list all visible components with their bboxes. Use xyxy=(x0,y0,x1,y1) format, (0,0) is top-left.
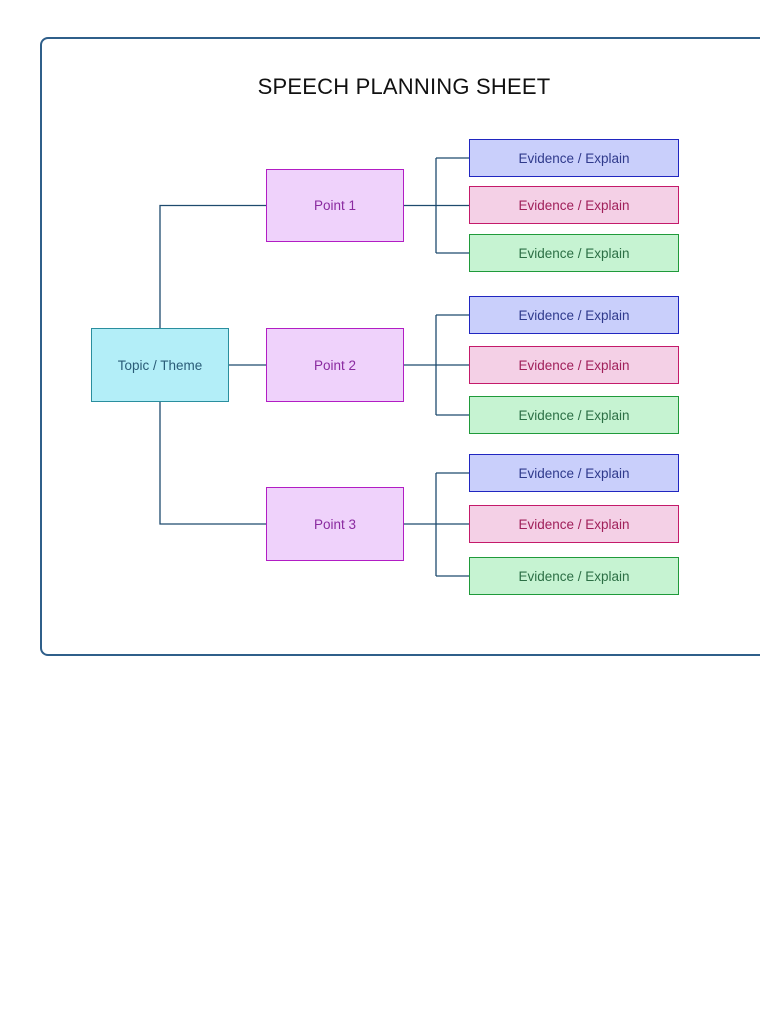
point-1-evidence-2[interactable]: Evidence / Explain xyxy=(469,186,679,224)
evidence-label: Evidence / Explain xyxy=(518,307,630,323)
page-title: SPEECH PLANNING SHEET xyxy=(257,74,551,99)
point-1-evidence-3[interactable]: Evidence / Explain xyxy=(469,234,679,272)
point-3-box[interactable]: Point 3 xyxy=(266,487,404,561)
point-1-label: Point 1 xyxy=(313,198,357,213)
point-2-label: Point 2 xyxy=(313,357,357,373)
evidence-label: Evidence / Explain xyxy=(518,245,630,261)
evidence-label: Evidence / Explain xyxy=(518,407,630,423)
point-3-label: Point 3 xyxy=(313,516,357,532)
point-1-evidence-1[interactable]: Evidence / Explain xyxy=(469,139,679,177)
point-2-evidence-3[interactable]: Evidence / Explain xyxy=(469,396,679,434)
evidence-label: Evidence / Explain xyxy=(518,465,630,481)
topic-theme-box[interactable]: Topic / Theme xyxy=(91,328,229,402)
planning-sheet-frame xyxy=(40,37,760,656)
evidence-label: Evidence / Explain xyxy=(518,516,630,532)
point-1-box[interactable]: Point 1 xyxy=(266,169,404,242)
topic-label: Topic / Theme xyxy=(117,357,203,373)
point-3-evidence-1[interactable]: Evidence / Explain xyxy=(469,454,679,492)
evidence-label: Evidence / Explain xyxy=(518,150,630,166)
point-2-evidence-2[interactable]: Evidence / Explain xyxy=(469,346,679,384)
evidence-label: Evidence / Explain xyxy=(518,357,630,373)
point-2-evidence-1[interactable]: Evidence / Explain xyxy=(469,296,679,334)
point-3-evidence-2[interactable]: Evidence / Explain xyxy=(469,505,679,543)
point-3-evidence-3[interactable]: Evidence / Explain xyxy=(469,557,679,595)
evidence-label: Evidence / Explain xyxy=(518,197,630,213)
point-2-box[interactable]: Point 2 xyxy=(266,328,404,402)
evidence-label: Evidence / Explain xyxy=(518,568,630,584)
